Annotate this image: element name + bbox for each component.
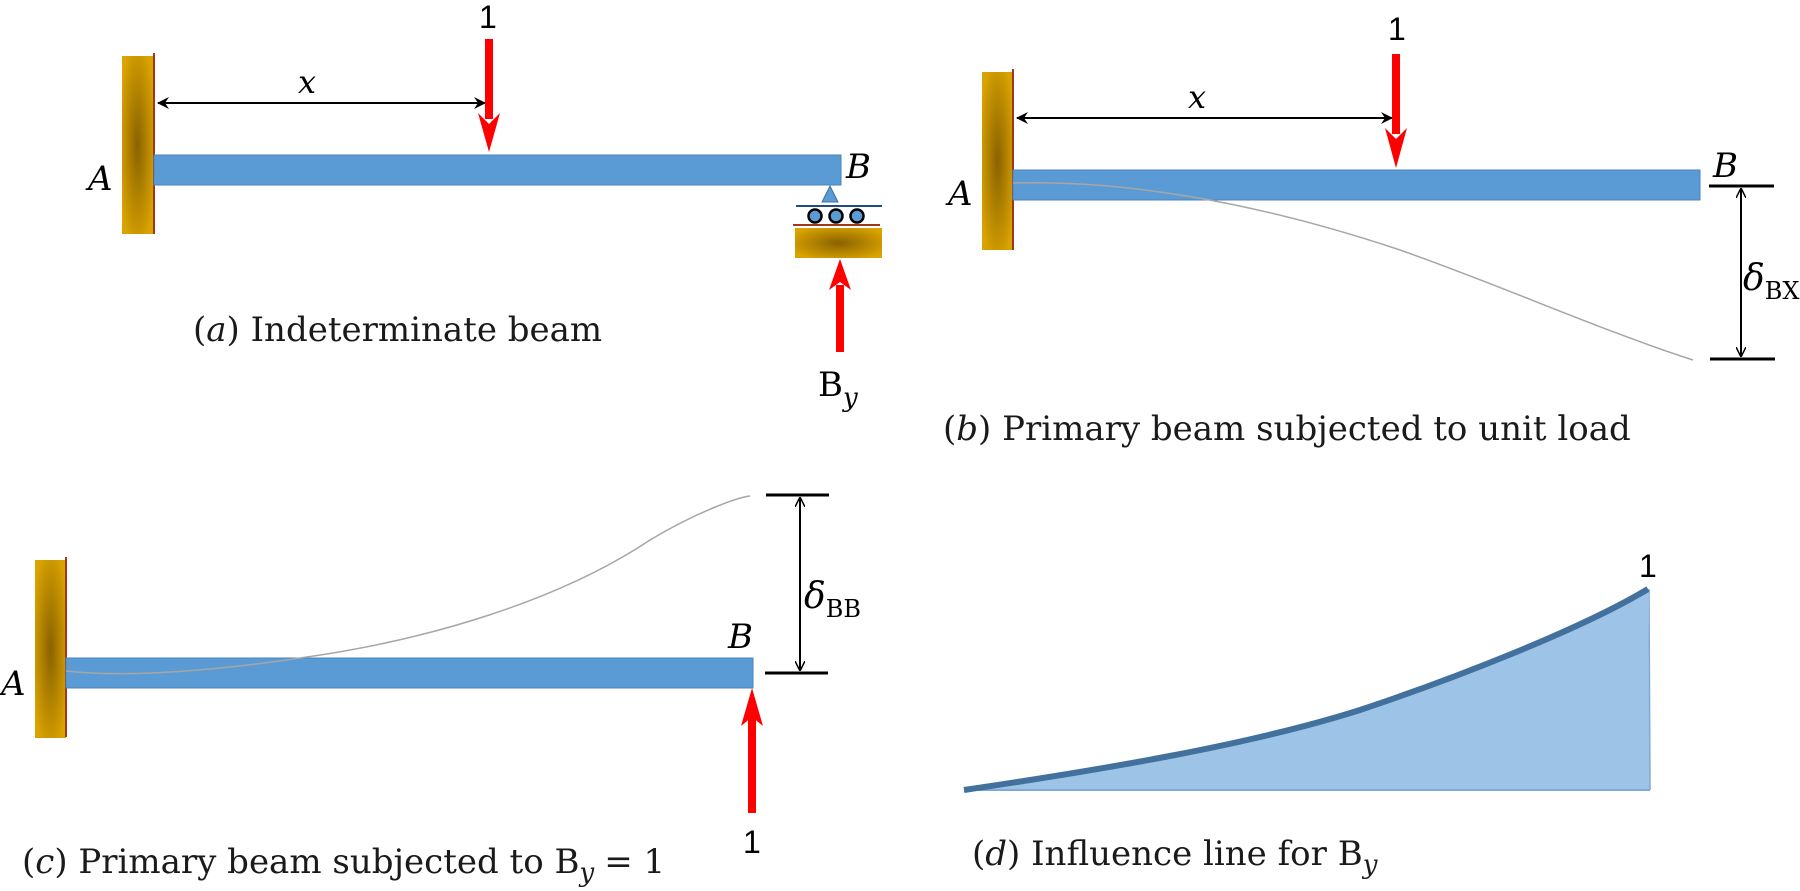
caption-a: (a) Indeterminate beam <box>193 310 602 350</box>
distance-label: x <box>1188 78 1206 116</box>
reaction-label: By <box>818 365 858 413</box>
panel-d: 1 (d) Influence line for By <box>963 548 1657 880</box>
reaction-arrow-icon <box>829 259 851 352</box>
support-label-b: B <box>845 147 871 187</box>
roller-support-icon <box>793 184 882 258</box>
distance-label: x <box>298 63 316 101</box>
load-arrow-icon <box>478 39 500 152</box>
support-label-b: B <box>727 617 753 657</box>
peak-label: 1 <box>1639 548 1657 584</box>
beam <box>153 154 842 186</box>
panel-b: A B x 1 δBX (b) Primary beam subjected t… <box>943 11 1799 449</box>
load-label: 1 <box>1388 11 1406 47</box>
load-label: 1 <box>743 824 761 860</box>
influence-line <box>963 586 1650 793</box>
fixed-support-icon <box>122 56 153 234</box>
fixed-support-icon <box>35 560 66 738</box>
deflection-label: δBX <box>1743 258 1799 305</box>
deflected-shape <box>1012 181 1694 361</box>
influence-end-line <box>1648 588 1651 791</box>
reaction-arrow-icon <box>741 688 763 813</box>
support-label-b: B <box>1712 146 1738 186</box>
caption-b: (b) Primary beam subjected to unit load <box>943 409 1631 449</box>
load-arrow-icon <box>1385 54 1407 168</box>
caption-d: (d) Influence line for By <box>972 834 1378 880</box>
beam <box>1012 169 1701 201</box>
load-label: 1 <box>479 0 497 35</box>
deflection-label: δBB <box>804 576 861 623</box>
support-label-a: A <box>945 174 973 214</box>
support-label-a: A <box>85 159 113 199</box>
caption-c: (c) Primary beam subjected to By= 1 <box>22 842 665 888</box>
panel-a: A B x 1 By (a) Indeterminate beam <box>85 0 882 413</box>
deflected-shape <box>65 495 751 675</box>
support-label-a: A <box>0 664 26 704</box>
fixed-support-icon <box>982 72 1013 250</box>
panel-c: A B δBB 1 (c) Primary beam subjected to … <box>0 493 861 888</box>
influence-area <box>966 589 1650 790</box>
beam <box>65 657 754 689</box>
